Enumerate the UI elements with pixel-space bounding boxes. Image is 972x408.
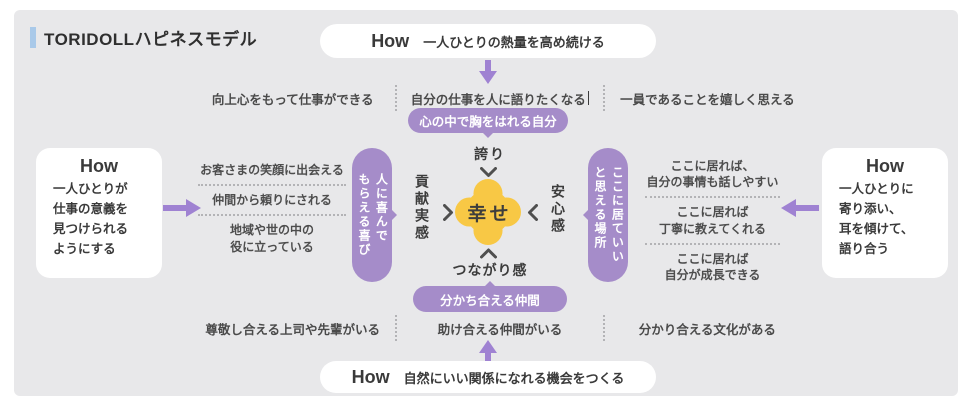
arrow-down-icon [476, 60, 500, 84]
top-phrase-3: 一員であることを嬉しく思える [605, 89, 810, 108]
happiness-core-text: 幸せ [467, 203, 512, 225]
left-benefit-list: お客さまの笑顔に出会える 仲間から頼りにされる 地域や世の中の 役に立っている [198, 156, 346, 261]
text-caret [587, 91, 590, 105]
how-label: How [80, 156, 118, 176]
how-label: How [371, 30, 410, 51]
arrow-left-icon [781, 197, 819, 219]
center-label-pride: 誇り [474, 146, 506, 162]
page-title: TORIDOLLハピネスモデル [30, 25, 257, 50]
title-text: TORIDOLLハピネスモデル [44, 30, 258, 49]
bubble-pride: 心の中で胸をはれる自分 [408, 108, 568, 138]
phrase-text: 助け合える仲間がいる [437, 322, 563, 337]
dotted-divider [395, 315, 398, 341]
bottom-phrase-1: 尊敬し合える上司や先輩がいる [190, 319, 395, 338]
center-label-connection: つながり感 [452, 262, 528, 278]
how-banner-top: How 一人ひとりの熱量を高め続ける [320, 24, 656, 58]
list-item: ここに居れば、 自分の事情も話しやすい [646, 159, 779, 190]
phrase-text: 尊敬し合える上司や先輩がいる [205, 322, 380, 337]
center-label-security: 安心感 [550, 184, 566, 235]
bottom-phrase-2: 助け合える仲間がいる [397, 319, 602, 338]
bottom-phrase-3: 分かり合える文化がある [605, 319, 810, 338]
how-box-left: How 一人ひとりが 仕事の意義を 見つけられる ようにする [36, 148, 162, 278]
top-phrase-1: 向上心をもって仕事ができる [190, 89, 395, 108]
how-label: How [866, 156, 904, 176]
how-text: 自然にいい関係になれる機会をつくる [403, 370, 625, 386]
list-item: 仲間から頼りにされる [198, 184, 346, 214]
bottom-phrase-row: 尊敬し合える上司や先輩がいる 助け合える仲間がいる 分かり合える文化がある [190, 315, 810, 341]
how-box-right: How 一人ひとりに 寄り添い、 耳を傾けて、 語り合う [822, 148, 948, 278]
phrase-text: 一員であることを嬉しく思える [620, 92, 795, 107]
bubble-belonging: ここに居ていい と思える場所 [583, 148, 628, 282]
flower-shape-icon [455, 179, 521, 245]
bubble-text: ここに居ていい と思える場所 [593, 166, 625, 264]
bubble-contribution: 人に喜んで もらえる喜び [352, 148, 397, 282]
how-banner-bottom: How 自然にいい関係になれる機会をつくる [320, 361, 656, 393]
chevron-down-icon [480, 167, 497, 178]
chevron-right-icon [443, 204, 454, 221]
how-text: 一人ひとりが 仕事の意義を 見つけられる ようにする [53, 182, 129, 256]
list-item: お客さまの笑顔に出会える [200, 163, 344, 177]
dotted-divider [602, 315, 605, 341]
how-text: 一人ひとりの熱量を高め続ける [423, 34, 605, 50]
center-label-contribution: 貢献実感 [414, 174, 430, 242]
chevron-up-icon [480, 248, 497, 259]
title-accent-bar [30, 27, 36, 48]
top-phrase-2: 自分の仕事を人に語りたくなる [397, 89, 602, 108]
top-phrase-row: 向上心をもって仕事ができる 自分の仕事を人に語りたくなる 一員であることを嬉しく… [190, 85, 810, 111]
phrase-text: 向上心をもって仕事ができる [211, 92, 374, 107]
dotted-divider [602, 85, 605, 111]
right-benefit-list: ここに居れば、 自分の事情も話しやすい ここに居れば 丁寧に教えてくれる ここに… [645, 152, 780, 289]
list-item: ここに居れば 丁寧に教えてくれる [645, 196, 780, 242]
list-item: 地域や世の中の 役に立っている [198, 214, 346, 260]
arrow-right-icon [163, 197, 201, 219]
how-label: How [351, 366, 390, 387]
dotted-divider [395, 85, 398, 111]
bubble-companions: 分かち合える仲間 [413, 281, 567, 312]
bubble-text: 人に喜んで もらえる喜び [357, 173, 389, 257]
phrase-text: 分かり合える文化がある [638, 322, 776, 337]
arrow-up-icon [476, 340, 500, 364]
how-text: 一人ひとりに 寄り添い、 耳を傾けて、 語り合う [839, 182, 914, 256]
phrase-text: 自分の仕事を人に語りたくなる [410, 92, 586, 107]
chevron-left-icon [527, 204, 538, 221]
happiness-core: 幸せ [455, 179, 521, 245]
list-item: ここに居れば 自分が成長できる [645, 242, 780, 289]
